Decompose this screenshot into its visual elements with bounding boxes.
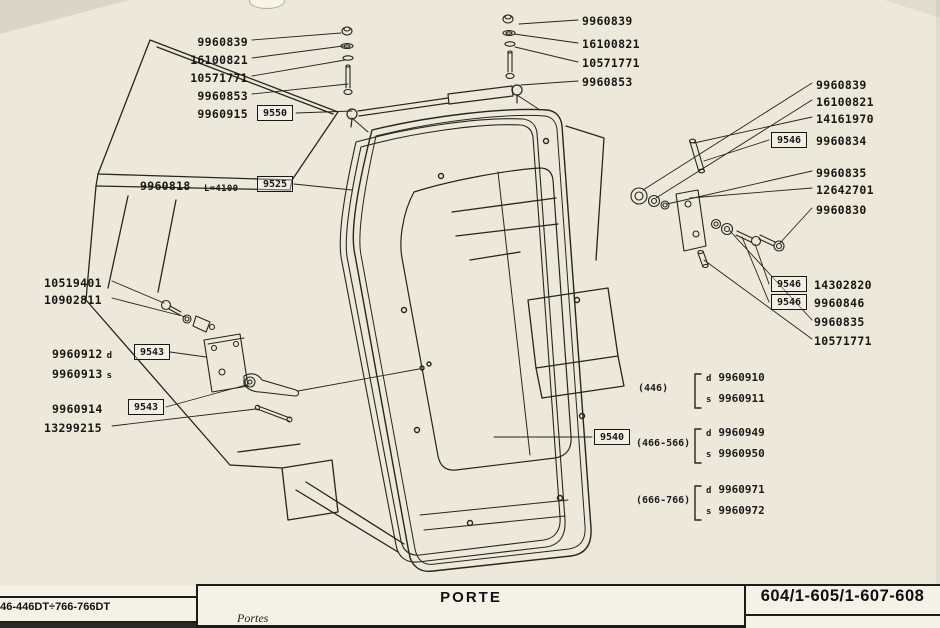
part-label: 16100821 (190, 53, 248, 67)
variant-suffix: s (706, 507, 712, 517)
part-label: 9960853 (197, 89, 248, 103)
part-label: 9960839 (816, 78, 867, 92)
part-label: 9960835 (814, 315, 865, 329)
variant-row: d 9960949 (706, 426, 765, 439)
ref-box: 9546 (771, 276, 808, 292)
part-number: 9960972 (718, 504, 765, 517)
door-seal (339, 118, 566, 563)
footer-subtitle: Portes (237, 611, 269, 625)
ref-box: 9546 (771, 132, 808, 148)
divider (197, 584, 940, 586)
part-label: 10571771 (582, 56, 640, 70)
variant-suffix: s (106, 371, 113, 381)
variant-range: (666-766) (636, 495, 691, 506)
part-number: 9960950 (718, 447, 765, 460)
part-label: 9960853 (582, 75, 633, 89)
length-note: L=4100 (204, 184, 239, 194)
part-label: 16100821 (582, 37, 640, 51)
part-label: 9960915 (197, 107, 248, 121)
divider (745, 614, 940, 616)
part-label: 14302820 (814, 278, 872, 292)
variant-range: (446) (638, 383, 669, 394)
part-label: 10902811 (44, 293, 102, 307)
part-label: 9960839 (197, 35, 248, 49)
footer-page-code: 604/1-605/1-607-608 (760, 587, 925, 605)
door-window (400, 167, 572, 471)
door-panel (352, 108, 592, 573)
page-edge (0, 623, 196, 628)
gas-strut (346, 84, 541, 133)
part-label: 9960830 (816, 203, 867, 217)
part-number: 9960910 (718, 371, 765, 384)
variant-brackets (694, 373, 702, 521)
variant-row: s 9960972 (706, 504, 765, 517)
ref-box: 9546 (771, 294, 808, 310)
part-label: 13299215 (44, 421, 102, 435)
part-label: 9960835 (816, 166, 867, 180)
part-label: 10571771 (190, 71, 248, 85)
part-label: 9960914 (52, 402, 103, 416)
lock-assembly (160, 299, 300, 423)
part-label: 9960839 (582, 14, 633, 28)
part-number: 9960911 (718, 392, 765, 405)
part-number: 9960913 (52, 367, 103, 381)
ref-box: 9540 (594, 429, 631, 445)
ref-box: 9525 (257, 176, 294, 192)
part-label: 10519401 (44, 276, 102, 290)
part-label: 14161970 (816, 112, 874, 126)
part-label: 16100821 (816, 95, 874, 109)
part-label: 9960818 (140, 179, 191, 193)
variant-row: d 9960910 (706, 371, 765, 384)
part-number: 9960949 (718, 426, 765, 439)
ref-box: 9550 (257, 105, 294, 121)
ref-box: 9543 (128, 399, 165, 415)
ref-box: 9543 (134, 344, 171, 360)
footer-title: PORTE (440, 589, 502, 606)
variant-suffix: s (706, 395, 712, 405)
variant-suffix: d (706, 374, 712, 384)
page-edge (197, 625, 745, 628)
variant-suffix: d (706, 486, 712, 496)
variant-row: d 9960971 (706, 483, 765, 496)
part-number: 9960912 (52, 347, 103, 361)
hinge-assembly (630, 138, 785, 269)
variant-row: s 9960911 (706, 392, 765, 405)
variant-row: s 9960950 (706, 447, 765, 460)
divider (0, 621, 196, 623)
variant-range: (466-566) (636, 438, 691, 449)
part-label: 9960846 (814, 296, 865, 310)
fastener-stack-right (502, 14, 516, 80)
leader-lines (111, 19, 813, 438)
divider (196, 584, 198, 628)
divider (744, 584, 746, 628)
variant-suffix: s (706, 450, 712, 460)
footer-models: 446-446DT÷766-766DT (0, 601, 111, 613)
part-label: 10571771 (814, 334, 872, 348)
divider (0, 596, 196, 598)
part-label: 9960834 (816, 134, 867, 148)
cab-outline (85, 39, 625, 553)
variant-suffix: d (706, 429, 712, 439)
part-number: 9960971 (718, 483, 765, 496)
variant-suffix: d (106, 351, 113, 361)
part-label: 12642701 (816, 183, 874, 197)
